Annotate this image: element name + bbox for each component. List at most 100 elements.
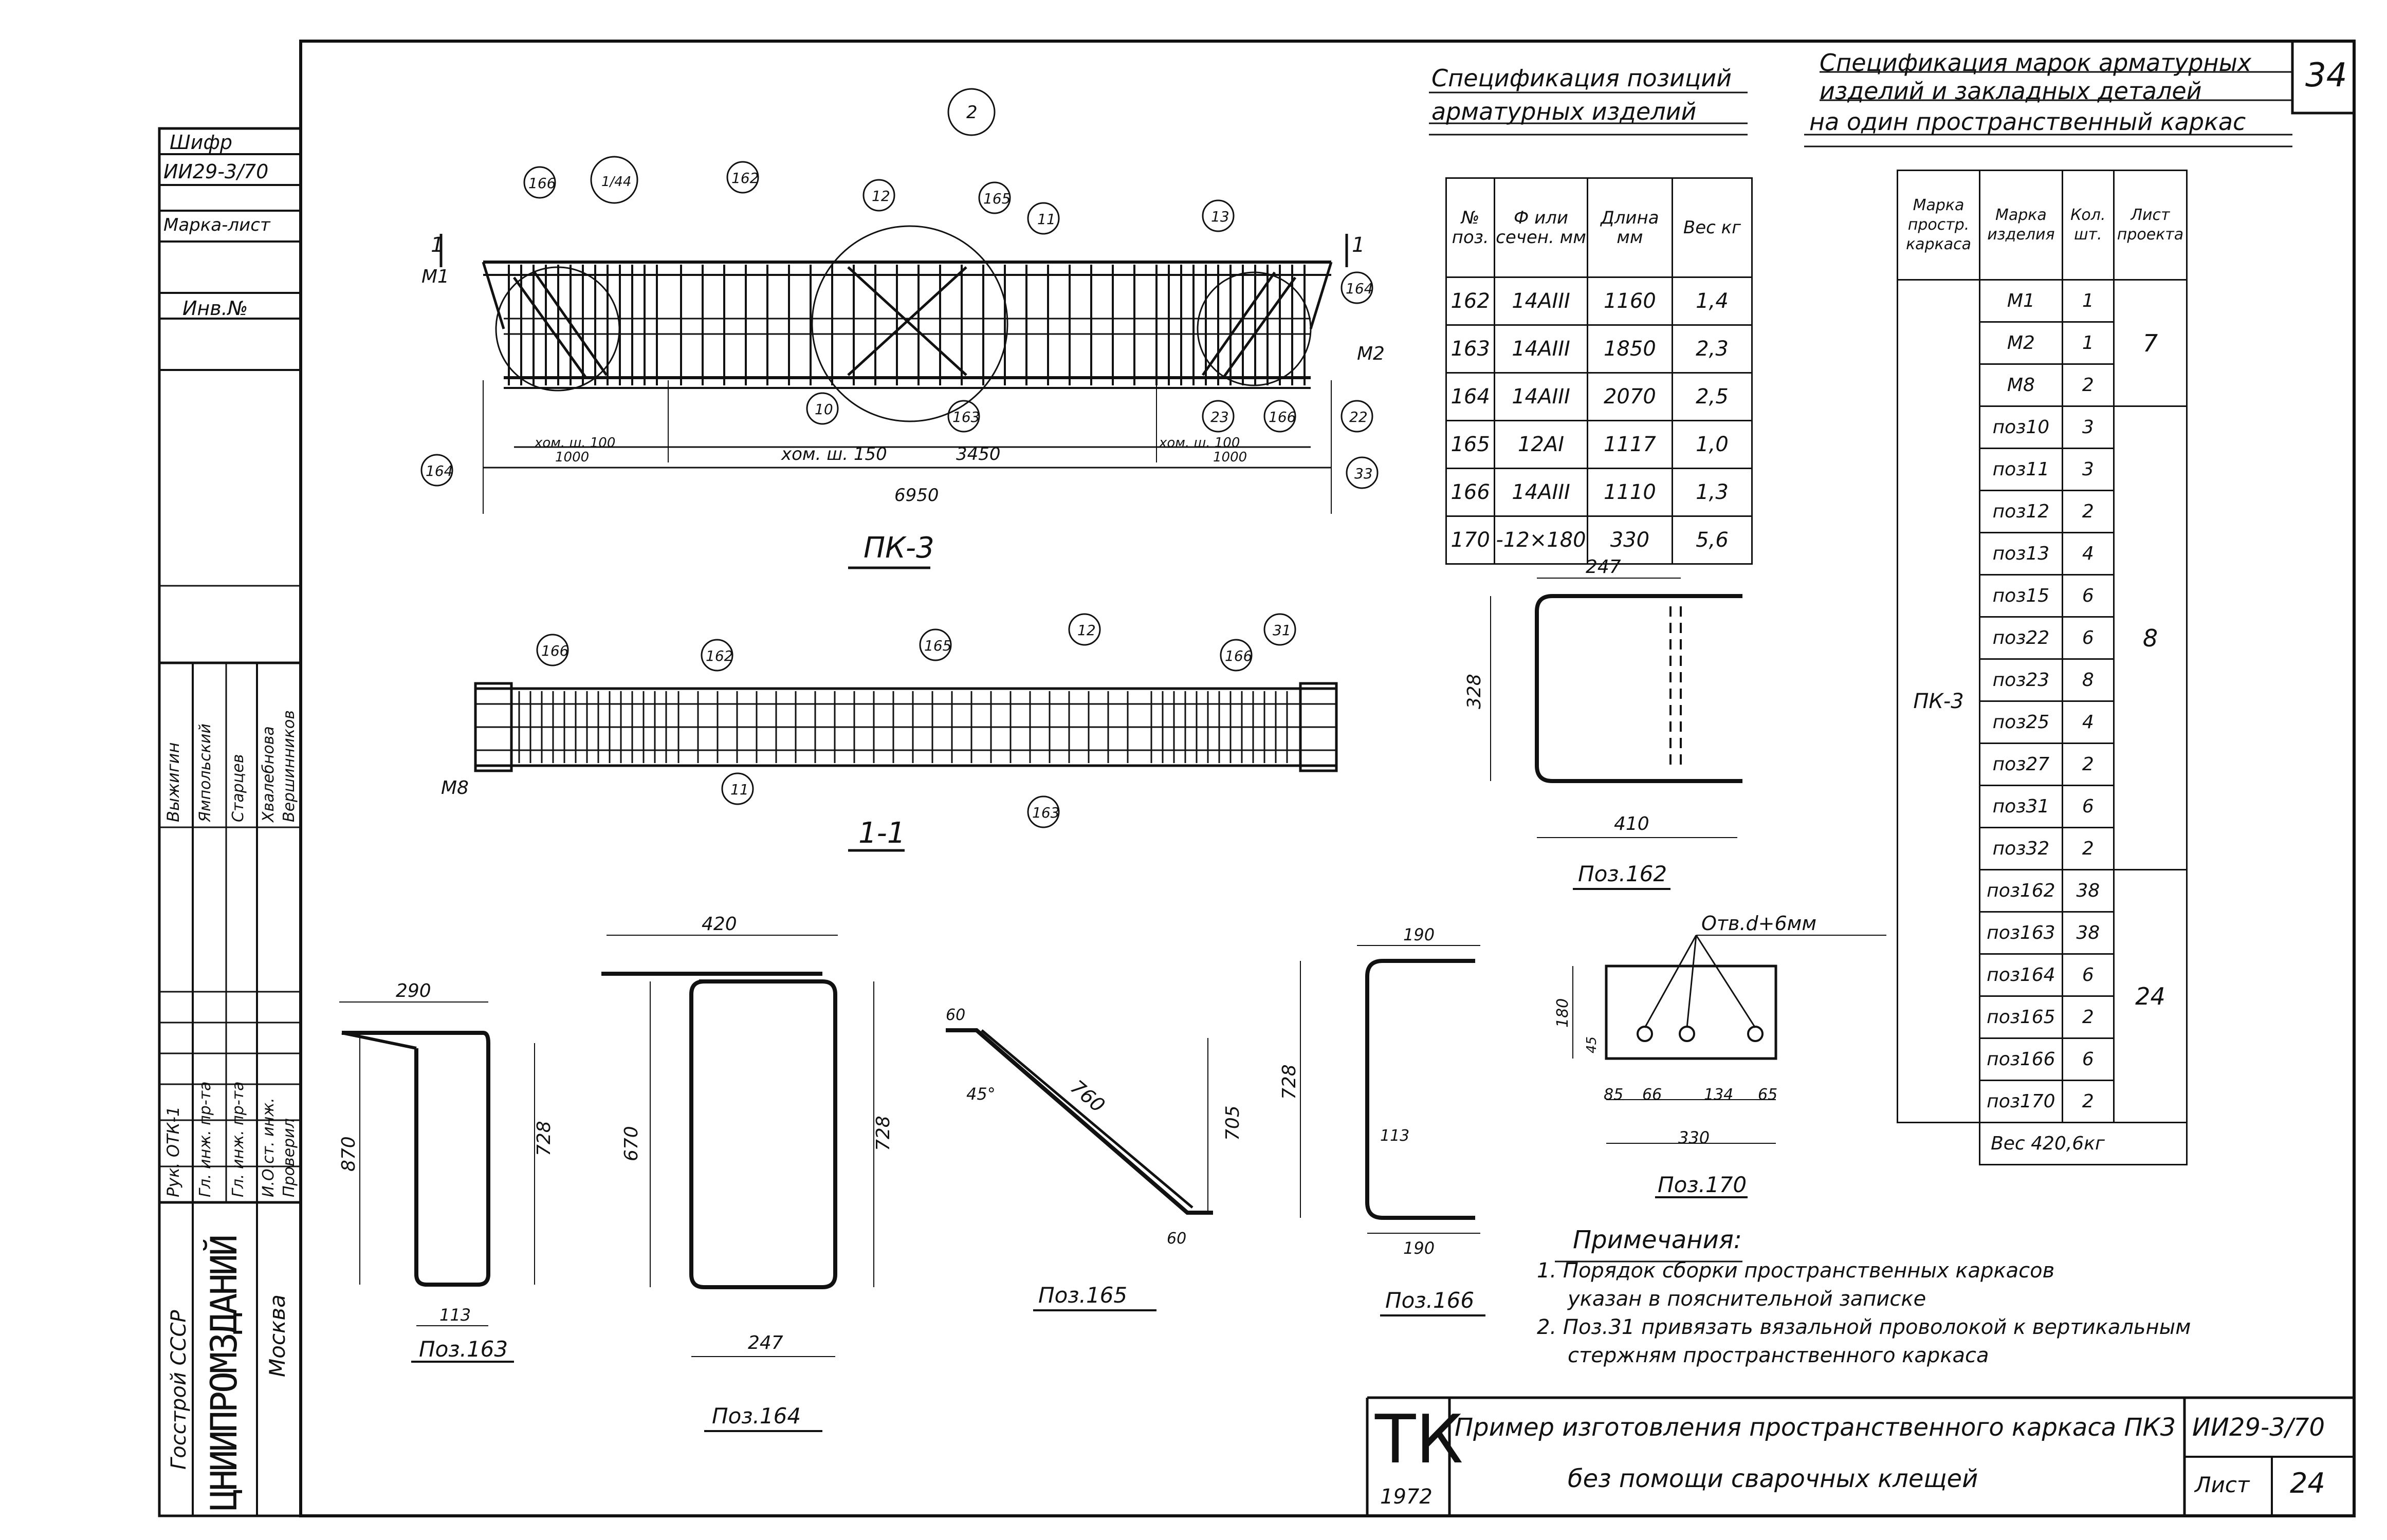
note-line-1: указан в пояснительной записке: [1568, 1287, 1926, 1311]
callout-166a: 166: [528, 175, 556, 192]
p165-angle: 45°: [966, 1084, 996, 1104]
spec2-cell: поз27: [1979, 743, 2063, 786]
spec1-cell: 12AI: [1494, 420, 1588, 469]
spec1-cell: 1160: [1586, 276, 1673, 326]
spec2-cell: М2: [1979, 321, 2063, 365]
p162-label: Поз.162: [1578, 861, 1667, 886]
spec1-cell: 14AIII: [1494, 372, 1588, 421]
p166-top: 190: [1403, 925, 1435, 944]
spec2-cell: 38: [2061, 869, 2115, 913]
spec2-title-3: на один пространственный каркас: [1809, 108, 2246, 136]
p163-right: 728: [534, 1121, 555, 1156]
spec2-h2: Кол. шт.: [2061, 170, 2115, 281]
callout-162: 162: [731, 170, 759, 187]
spec1-cell: 2,5: [1671, 372, 1753, 421]
frame-mark: ПК-3: [1896, 279, 1981, 1123]
spec2-cell: 4: [2061, 532, 2115, 576]
spec1-h2: Длина мм: [1586, 177, 1673, 278]
sec-callout-31: 31: [1273, 622, 1291, 639]
dim-mid: 3450: [956, 444, 1001, 465]
p170-d3: 134: [1704, 1086, 1733, 1104]
spec1-cell: 14AIII: [1494, 276, 1588, 326]
spec2-title-2: изделий и закладных деталей: [1820, 77, 2202, 105]
sheet-ref: 8: [2113, 405, 2188, 870]
sec-callout-162: 162: [706, 647, 733, 664]
spec2-cell: поз164: [1979, 953, 2063, 997]
spec1-cell: 5,6: [1671, 515, 1753, 565]
p170-d2: 66: [1642, 1086, 1662, 1104]
elevation-pk3: [439, 225, 1348, 569]
spec2-cell: 4: [2061, 700, 2115, 744]
mark-m2: М2: [1357, 343, 1385, 364]
sheet-ref: 24: [2113, 869, 2188, 1123]
left-strip-frame: [158, 127, 302, 1517]
spec1-cell: 165: [1445, 420, 1496, 469]
callout-1-44: 1/44: [601, 174, 631, 190]
dim-total: 6950: [894, 485, 939, 506]
spec1-header-row: № поз. Ф или сечен. мм Длина мм Вес кг: [1445, 177, 1753, 278]
spec2-cell: 38: [2061, 911, 2115, 955]
spec2-cell: 2: [2061, 743, 2115, 786]
spec2-title-1: Спецификация марок арматурных: [1820, 49, 2252, 77]
p165-label: Поз.165: [1038, 1283, 1127, 1308]
approval-name-2: Старцев: [229, 754, 247, 822]
title-line-2: без помощи сварочных клещей: [1568, 1464, 1978, 1493]
approval-role-1: Гл. инж. пр-та: [196, 1081, 214, 1197]
spec2-cell: поз25: [1979, 700, 2063, 744]
spec2-cell: М8: [1979, 363, 2063, 407]
mark-m8: М8: [441, 777, 469, 799]
title-line-1: Пример изготовления пространственного ка…: [1455, 1413, 2176, 1442]
spec2-cell: 3: [2061, 405, 2115, 449]
p163-bottom: 113: [439, 1305, 471, 1325]
spec2-cell: 6: [2061, 574, 2115, 618]
p164-right: 728: [873, 1116, 894, 1151]
spec-positions-table: № поз. Ф или сечен. мм Длина мм Вес кг 1…: [1445, 177, 1753, 565]
spec2-cell: 6: [2061, 616, 2115, 660]
p166-bottom: 190: [1403, 1238, 1435, 1258]
sheet-ref: 7: [2113, 279, 2188, 407]
callout-166b: 166: [1269, 409, 1296, 425]
p164-label: Поз.164: [712, 1403, 801, 1428]
spec2-cell: 2: [2061, 490, 2115, 533]
p164-bottom: 247: [748, 1332, 783, 1353]
spec2-cell: поз31: [1979, 785, 2063, 828]
spec1-cell: 1,3: [1671, 468, 1753, 517]
callout-2: 2: [966, 102, 978, 123]
spec2-cell: 1: [2061, 321, 2115, 365]
shifr-label: Шифр: [170, 131, 232, 154]
approval-role-3: И.О.ст. инж.: [260, 1098, 278, 1197]
callout-10: 10: [815, 401, 833, 418]
spec2-cell: 2: [2061, 363, 2115, 407]
p166-left: 728: [1279, 1064, 1300, 1100]
marka-list-label: Марка-лист: [163, 215, 270, 235]
spec2-cell: поз163: [1979, 911, 2063, 955]
spec2-cell: поз22: [1979, 616, 2063, 660]
p164-top: 420: [702, 914, 737, 935]
sheet-label: Лист: [2195, 1472, 2250, 1497]
dim-right-step: хом. ш. 100: [1159, 435, 1240, 451]
note-line-3: стержням пространственного каркаса: [1568, 1344, 1989, 1367]
p170-total: 330: [1678, 1128, 1710, 1147]
spec1-cell: 1110: [1586, 468, 1673, 517]
section-label: 1-1: [858, 817, 905, 850]
spec2-weight-row: Вес 420,6кг: [1898, 1122, 2188, 1165]
approval-name-4: Вершинников: [280, 710, 298, 822]
page-number: 34: [2305, 57, 2347, 95]
sheet-number: 24: [2290, 1467, 2325, 1499]
spec1-cell: 1850: [1586, 324, 1673, 374]
spec1-cell: 162: [1445, 276, 1496, 326]
spec2-cell: поз12: [1979, 490, 2063, 533]
spec-marks-table: Марка простр. каркаса Марка изделия Кол.…: [1896, 170, 2188, 1165]
p170-holes: Отв.d+6мм: [1701, 912, 1816, 935]
